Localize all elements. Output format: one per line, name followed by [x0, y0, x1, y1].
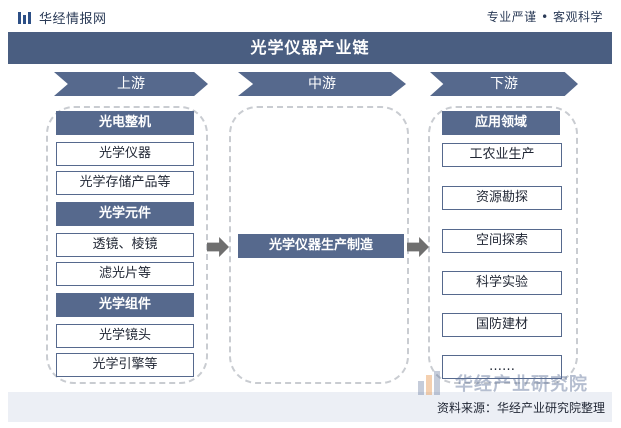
- downstream-item: 工农业生产: [442, 143, 562, 167]
- upstream-item: 光学引擎等: [56, 353, 194, 377]
- upstream-item: 光学存储产品等: [56, 171, 194, 195]
- upstream-category-assemblies: 光学组件: [56, 293, 194, 317]
- brand-name: 华经情报网: [39, 12, 107, 27]
- slogan: 专业严谨 • 客观科学: [486, 10, 603, 24]
- downstream-category: 应用领域: [442, 111, 560, 135]
- upstream-item: 光学镜头: [56, 324, 194, 348]
- diagram-title: 光学仪器产业链: [8, 32, 612, 64]
- stage-midstream: 中游: [238, 72, 406, 96]
- stage-upstream: 上游: [54, 72, 208, 96]
- downstream-item: 国防建材: [442, 313, 562, 337]
- upstream-item: 光学仪器: [56, 142, 194, 166]
- stage-downstream: 下游: [430, 72, 578, 96]
- upstream-item: 透镜、棱镜: [56, 233, 194, 257]
- watermark-logo-icon: [418, 371, 440, 395]
- upstream-category-optoelectronic: 光电整机: [56, 111, 194, 135]
- watermark-text: 华经产业研究院: [455, 374, 588, 395]
- upstream-item: 滤光片等: [56, 262, 194, 286]
- flow-arrow-icon: [207, 237, 229, 257]
- flow-arrow-icon: [407, 237, 429, 257]
- downstream-item: 资源勘探: [442, 186, 562, 210]
- downstream-item: 空间探索: [442, 229, 562, 253]
- source-note: 资料来源：华经产业研究院整理: [436, 401, 605, 415]
- brand: 华经情报网: [18, 8, 107, 27]
- brand-logo-icon: [18, 11, 31, 24]
- midstream-box: 光学仪器生产制造: [238, 234, 404, 258]
- footer-band: [8, 392, 612, 422]
- downstream-item: 科学实验: [442, 271, 562, 295]
- downstream-item: ……: [442, 355, 562, 379]
- upstream-category-components: 光学元件: [56, 202, 194, 226]
- top-bar: 华经情报网 专业严谨 • 客观科学: [0, 0, 621, 32]
